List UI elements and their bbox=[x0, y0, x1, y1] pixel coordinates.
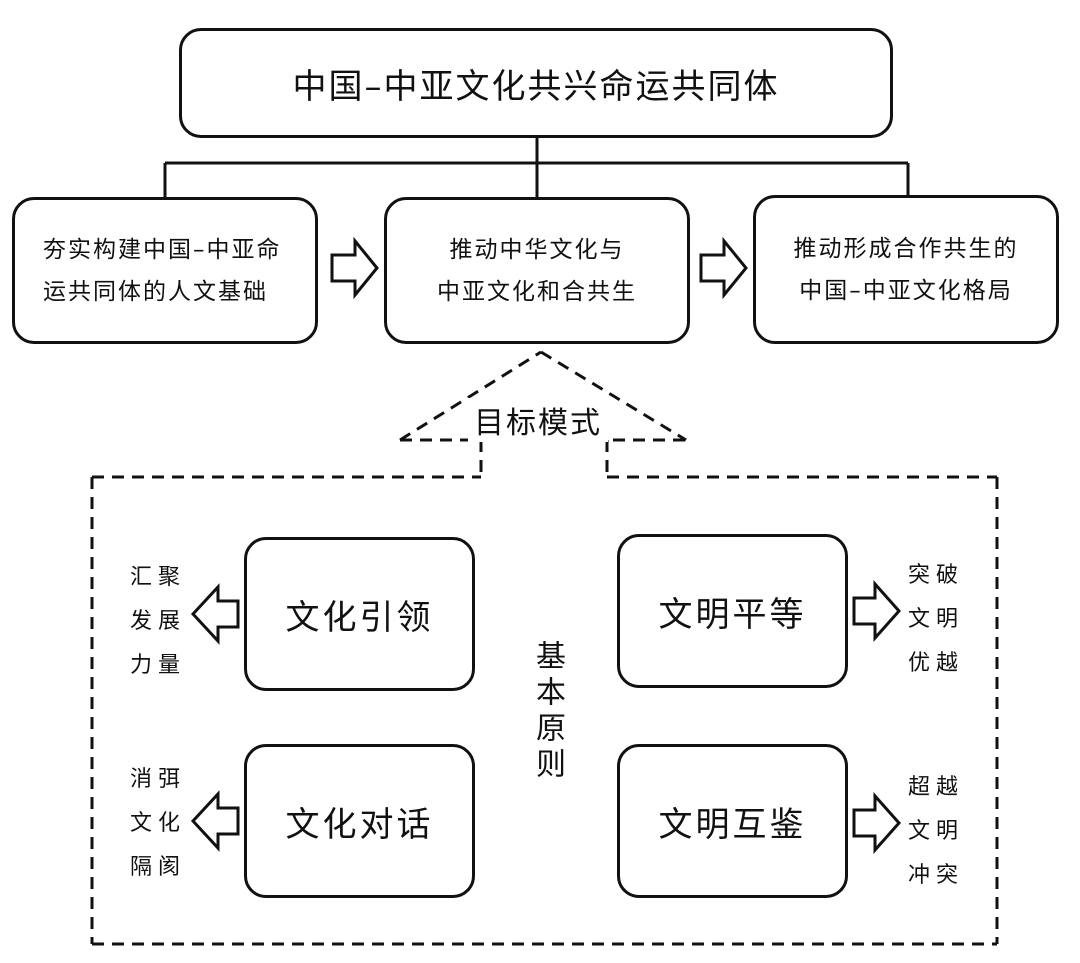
goal-mode-label: 目标模式 bbox=[468, 398, 608, 442]
step-text-coexistence: 推动中华文化与 中亚文化和合共生 bbox=[437, 236, 637, 305]
title-text: 中国–中亚文化共兴命运共同体 bbox=[292, 66, 780, 107]
step-text-foundation: 夯实构建中国–中亚命运共同体的人文基础 bbox=[43, 236, 282, 305]
principle-text-culture-dialogue: 文化对话 bbox=[285, 804, 434, 845]
arrow-left-culture-lead bbox=[190, 583, 240, 645]
principle-text-culture-lead: 文化引领 bbox=[285, 597, 434, 638]
principle-box-culture-dialogue: 文化对话 bbox=[244, 744, 475, 898]
outcome-label-dispel-barriers: 消弭 文化 隔阂 bbox=[129, 767, 186, 880]
arrow-left-culture-dialogue bbox=[190, 790, 240, 852]
principles-dashed-frame bbox=[90, 475, 999, 946]
principles-label: 基本原则 bbox=[530, 640, 565, 784]
title-box: 中国–中亚文化共兴命运共同体 bbox=[179, 28, 893, 138]
arrow-right-civ-equality bbox=[852, 580, 902, 642]
principle-box-culture-lead: 文化引领 bbox=[244, 537, 475, 691]
step-box-coexistence: 推动中华文化与 中亚文化和合共生 bbox=[384, 197, 690, 344]
arrow-right-civ-mutual-learning bbox=[852, 792, 902, 854]
step-box-pattern: 推动形成合作共生的 中国–中亚文化格局 bbox=[753, 195, 1059, 344]
goal-dashed-triangle bbox=[399, 350, 687, 475]
arrow-step1-to-step2 bbox=[330, 236, 379, 300]
principle-box-civ-equality: 文明平等 bbox=[617, 534, 848, 688]
arrow-step2-to-step3 bbox=[699, 236, 748, 300]
outcome-label-gather-strength: 汇聚 发展 力量 bbox=[129, 565, 186, 678]
step-text-pattern: 推动形成合作共生的 中国–中亚文化格局 bbox=[793, 235, 1019, 304]
outcome-label-transcend-conflict: 超越 文明 冲突 bbox=[907, 775, 964, 888]
principle-text-civ-mutual-learning: 文明互鉴 bbox=[658, 804, 807, 845]
step-box-foundation: 夯实构建中国–中亚命运共同体的人文基础 bbox=[12, 197, 318, 344]
principle-box-civ-mutual-learning: 文明互鉴 bbox=[617, 744, 848, 898]
tree-connectors bbox=[163, 137, 910, 198]
outcome-label-break-superiority: 突破 文明 优越 bbox=[907, 563, 964, 676]
principle-text-civ-equality: 文明平等 bbox=[658, 594, 807, 635]
